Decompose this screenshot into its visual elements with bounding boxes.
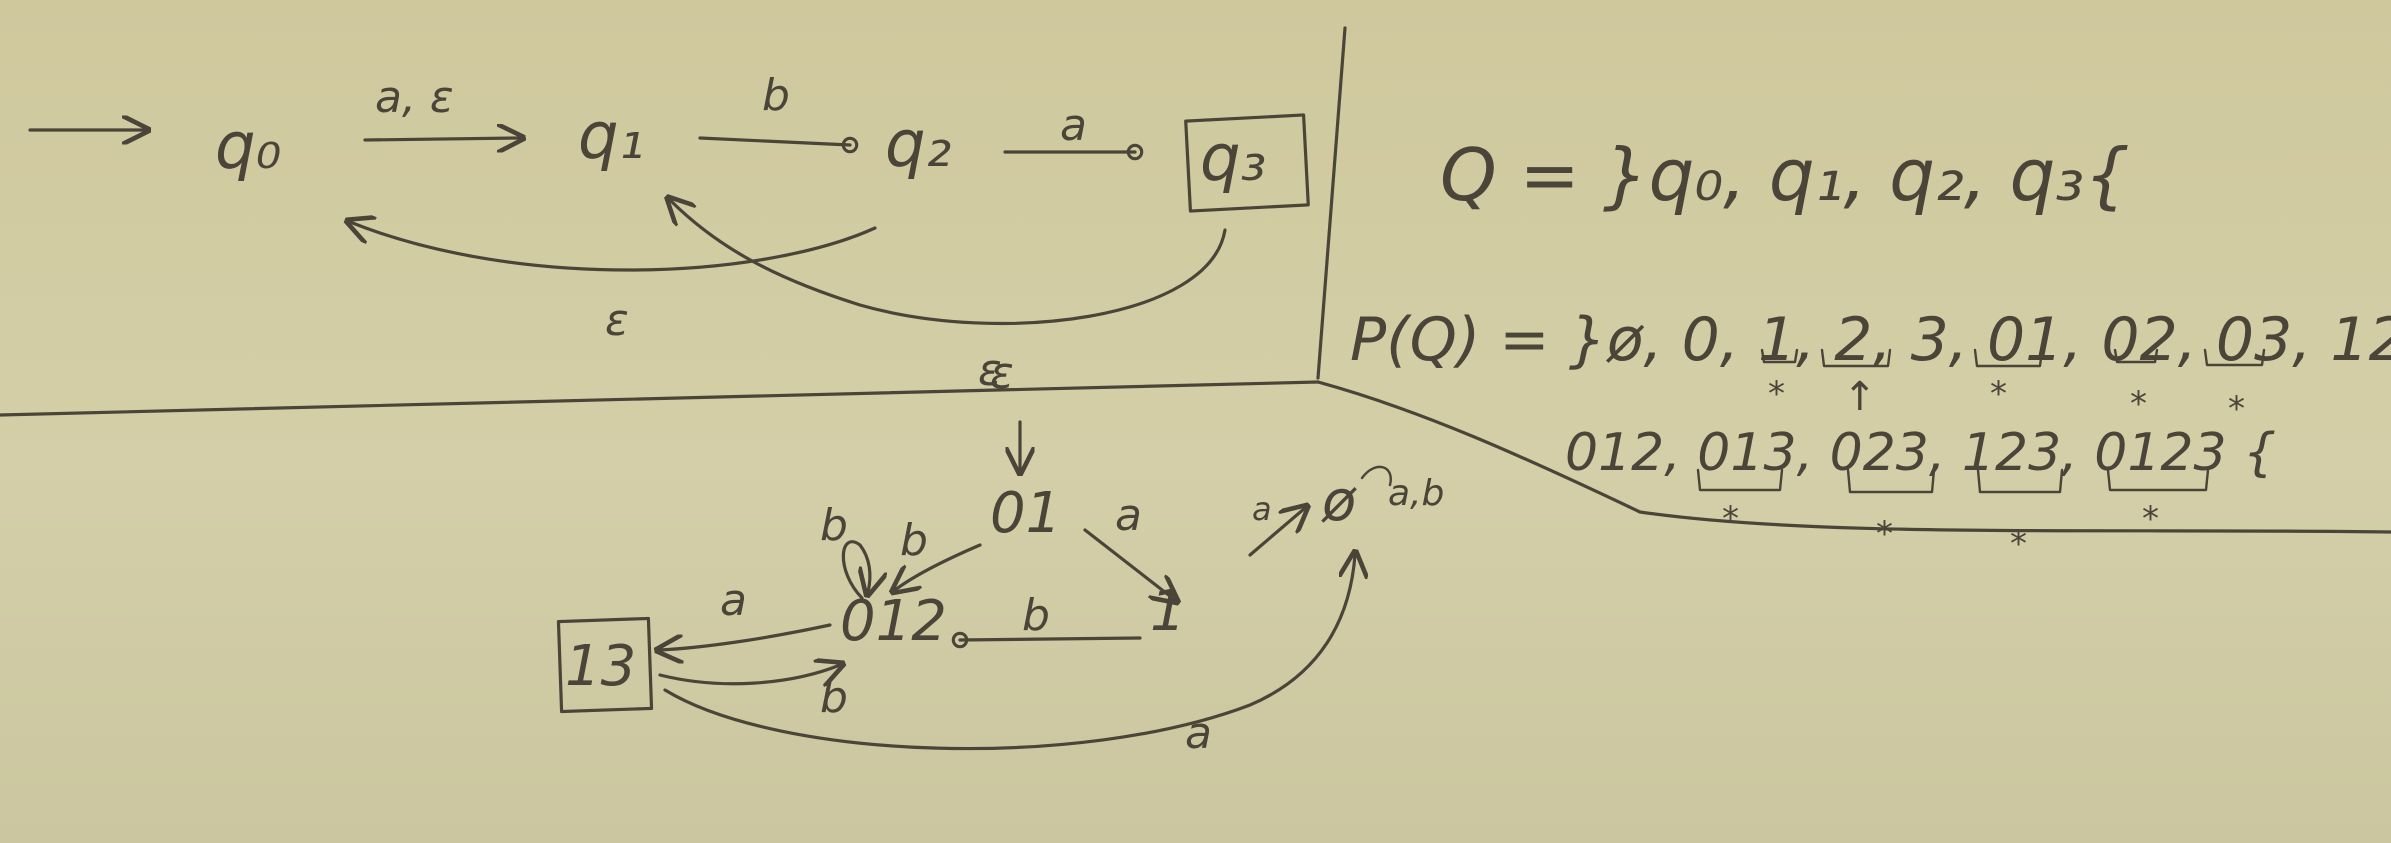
dfa-edge-1-012-label: b xyxy=(1022,590,1050,641)
svg-text:*: * xyxy=(2010,524,2027,564)
svg-text:*: * xyxy=(1990,374,2007,414)
edge-q1-q2 xyxy=(698,136,859,154)
edge-q3-q1-label: ε xyxy=(990,348,1014,399)
dfa-edge-01-012 xyxy=(895,543,982,590)
dfa-diagram: ε 01 012 1 13 ø a b b b a b a a a,b xyxy=(556,345,1444,759)
svg-text:*: * xyxy=(2130,384,2147,424)
edge-q1-q2-label: b xyxy=(762,70,790,121)
svg-text:*: * xyxy=(2142,499,2159,539)
dfa-edge-1-empty xyxy=(1248,508,1305,557)
dfa-state-01: 01 xyxy=(990,481,1061,546)
dfa-accepting-box-13 xyxy=(556,616,654,714)
svg-text:*: * xyxy=(2228,389,2245,429)
state-q1: q₁ xyxy=(578,100,644,174)
edge-q0-q1-label: a, ε xyxy=(375,72,454,123)
dfa-state-1: 1 xyxy=(1150,579,1186,644)
powerset-line-2: 012, 013, 023, 123, 0123 { xyxy=(1565,423,2276,483)
dfa-loop-empty xyxy=(1360,465,1392,487)
dfa-edge-13-empty-label: a xyxy=(1185,708,1212,759)
dfa-state-012: 012 xyxy=(840,589,947,654)
dfa-edge-01-1 xyxy=(1083,528,1175,600)
curve-divider xyxy=(1316,380,2391,534)
horizontal-divider xyxy=(0,380,1320,417)
dfa-edge-13-empty xyxy=(663,555,1355,751)
powerset-line-1: P(Q) = }ø, 0, 1, 2, 3, 01, 02, 03, 12, 1… xyxy=(1350,305,2391,375)
dfa-loop-012 xyxy=(841,540,870,598)
dfa-edge-1-empty-label: a xyxy=(1252,490,1272,528)
arrow-up-mark: ↑ xyxy=(1843,374,1877,420)
dfa-state-13: 13 xyxy=(565,634,636,699)
svg-text:*: * xyxy=(1768,374,1785,414)
dfa-edge-01-012-label: b xyxy=(900,515,928,566)
vertical-divider xyxy=(1316,26,1347,380)
dfa-loop-012-label: b xyxy=(820,500,848,551)
edge-q0-q1 xyxy=(363,138,520,140)
dfa-edge-01-1-label: a xyxy=(1115,490,1142,541)
sets-area: Q = }q₀, q₁, q₂, q₃{ P(Q) = }ø, 0, 1, 2,… xyxy=(1350,133,2391,564)
state-q2: q₂ xyxy=(885,108,951,182)
edge-q3-q1 xyxy=(670,200,1227,326)
edge-q2-q0-label: ε xyxy=(605,295,629,346)
edge-q2-q3-label: a xyxy=(1060,100,1087,151)
dfa-edge-012-13-label: a xyxy=(720,575,747,626)
dfa-start-label: ε xyxy=(978,345,1002,396)
nfa-diagram: q₀ q₁ q₂ q₃ a, ε b a ε ε xyxy=(28,70,1310,399)
dfa-edge-012-13 xyxy=(660,623,832,650)
edge-q2-q0 xyxy=(350,222,877,272)
dfa-state-empty: ø xyxy=(1321,469,1357,534)
selection-brackets xyxy=(1696,348,2266,494)
svg-text:*: * xyxy=(1876,514,1893,554)
Q-definition: Q = }q₀, q₁, q₂, q₃{ xyxy=(1440,133,2130,217)
dfa-edge-13-012 xyxy=(658,665,840,684)
dfa-loop-empty-label: a,b xyxy=(1388,473,1444,514)
star-marks: * * * * * * * * xyxy=(1722,374,2245,564)
dfa-edge-13-012-label: b xyxy=(820,672,848,723)
dfa-edge-1-012 xyxy=(951,631,1142,649)
accepting-box-q3 xyxy=(1184,113,1310,213)
state-q0: q₀ xyxy=(215,110,281,184)
state-q3: q₃ xyxy=(1200,122,1266,196)
svg-text:*: * xyxy=(1722,499,1739,539)
